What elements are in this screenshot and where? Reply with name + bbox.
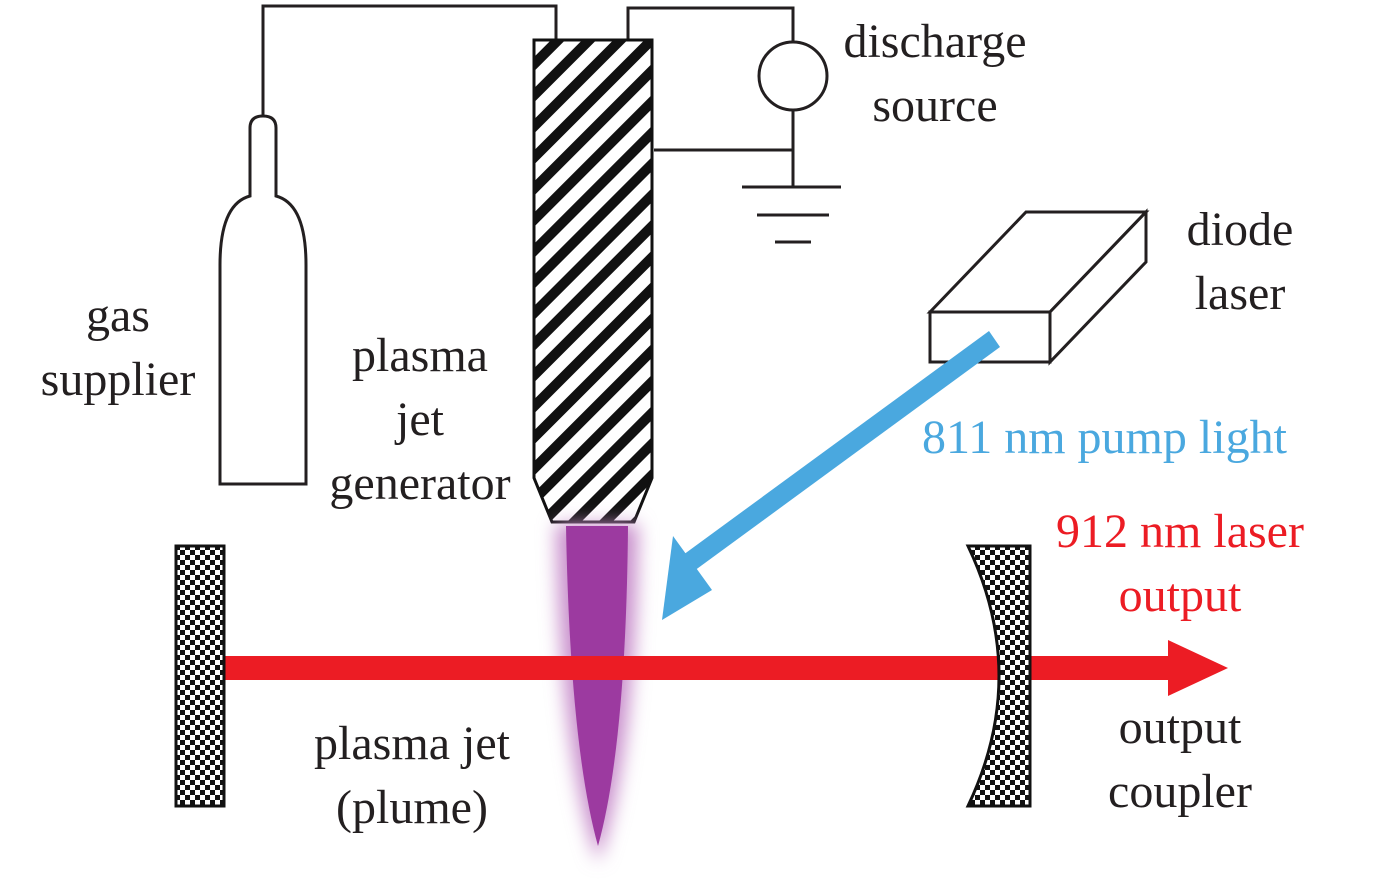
ground-symbol	[742, 185, 841, 244]
gas-line-wire	[261, 4, 558, 116]
circuit-wiring	[261, 4, 795, 186]
plasma-plume-icon	[556, 524, 638, 862]
plasma-jet-generator-icon	[532, 38, 654, 524]
pump-light-label: 811 nm pump light	[922, 411, 1287, 464]
plasma-jet-generator-label: plasma jet generator	[329, 329, 511, 510]
discharge-source-label: discharge source	[843, 15, 1027, 132]
gas-cylinder-icon	[218, 114, 308, 486]
plasma-jet-plume-label: plasma jet (plume)	[314, 717, 510, 834]
laser-output-label: 912 nm laser output	[1056, 505, 1304, 622]
source-top-wire	[626, 6, 795, 42]
laser-output-beam	[224, 640, 1228, 696]
output-coupler-label: output coupler	[1108, 701, 1252, 818]
back-mirror-icon	[174, 544, 226, 808]
diode-laser-label: diode laser	[1186, 203, 1294, 320]
pump-light-beam	[662, 331, 1000, 620]
gas-supplier-label: gas supplier	[40, 289, 196, 406]
diode-laser-icon	[926, 208, 1150, 366]
discharge-source-icon	[757, 40, 829, 112]
